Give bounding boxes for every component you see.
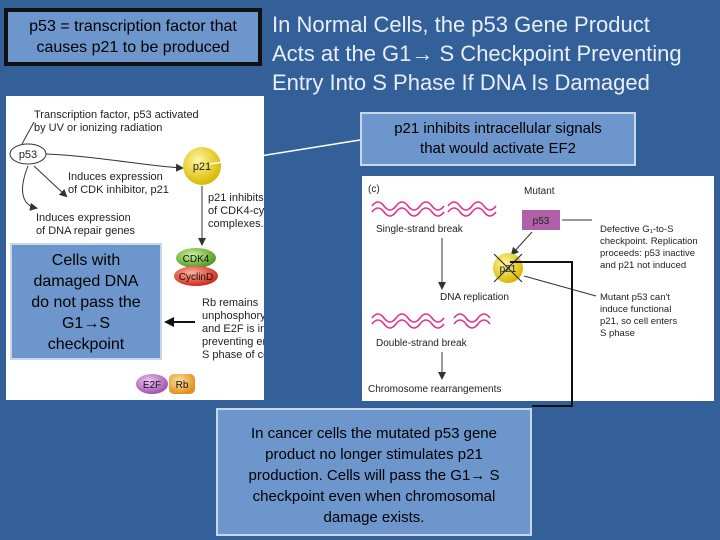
cells-callout-line-4: G1→S [12, 313, 160, 334]
p21-callout-connector [210, 140, 360, 164]
cancer-callout-line-3: production. Cells will pass the G1→ S [218, 465, 530, 486]
cancer-callout-line-5: damage exists. [218, 507, 530, 528]
p21-callout-line-1: p21 inhibits intracellular signals [362, 119, 634, 139]
cells-callout-line-1: Cells with [12, 250, 160, 271]
damaged-dna-callout: Cells with damaged DNA do not pass the G… [10, 243, 162, 360]
cancer-callout-line-1: In cancer cells the mutated p53 gene [218, 423, 530, 444]
cancer-cells-callout: In cancer cells the mutated p53 gene pro… [216, 408, 532, 536]
cells-callout-line-5: checkpoint [12, 334, 160, 355]
cells-callout-arrowhead [164, 317, 174, 327]
cancer-callout-line-2: product no longer stimulates p21 [218, 444, 530, 465]
cancer-callout-line-4: checkpoint even when chromosomal [218, 486, 530, 507]
cells-callout-line-2: damaged DNA [12, 271, 160, 292]
cancer-callout-connector [510, 262, 572, 406]
p21-callout: p21 inhibits intracellular signals that … [360, 112, 636, 166]
p21-callout-line-2: that would activate EF2 [362, 139, 634, 159]
cells-callout-line-3: do not pass the [12, 292, 160, 313]
